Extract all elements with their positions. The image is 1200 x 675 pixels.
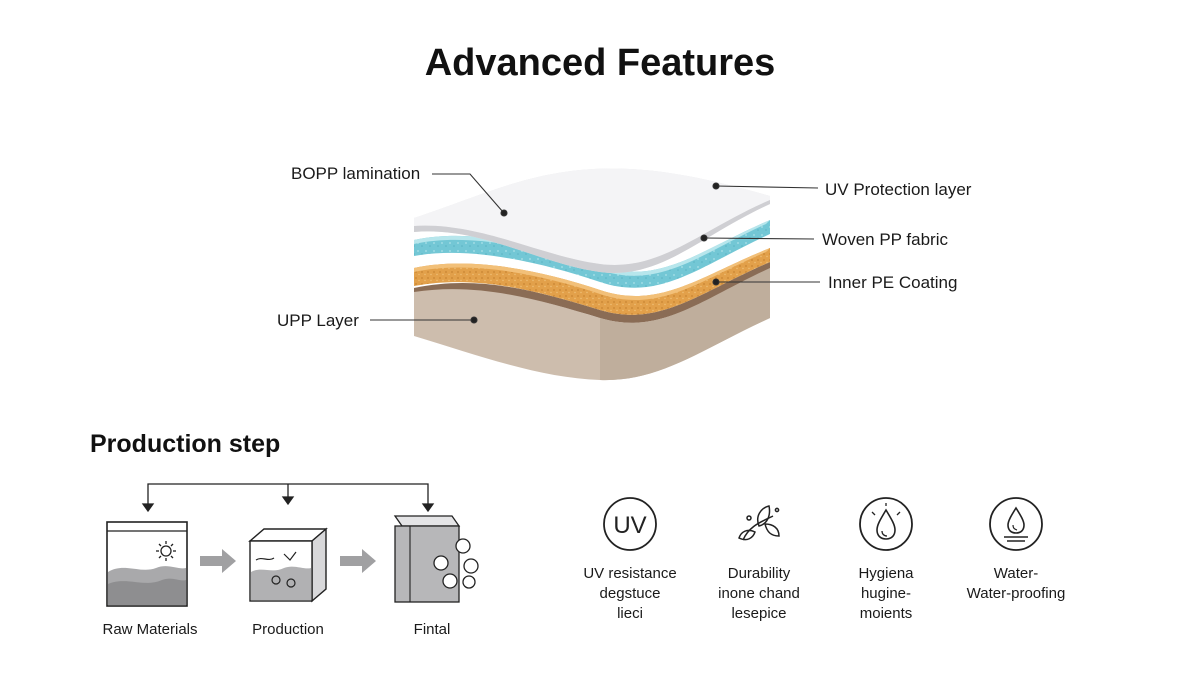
production-step-heading: Production step [90,430,281,458]
feature-line: hugine- [860,585,912,602]
step-label-production: Production [252,621,324,638]
leader-woven [703,237,815,240]
layer-upp [414,262,770,381]
arrow-right-icon [200,549,236,573]
feature-line: Water-proofing [966,585,1066,602]
feature-durability: Durability inone chand lesepice [684,496,834,624]
label-uv-protection-layer: UV Protection layer [825,180,972,199]
label-upp-layer: UPP Layer [277,311,359,330]
feature-line: UV resistance [583,565,677,582]
feature-line: lesepice [731,605,787,622]
final-product-icon [393,515,479,603]
process-connector [141,483,435,513]
layer-stack-diagram [370,168,820,381]
production-process-diagram [106,483,479,607]
feature-line: degstuce [599,585,661,602]
feature-hygiene: Hygiena hugine- moients [811,496,961,624]
label-woven-pp-fabric: Woven PP fabric [822,230,948,249]
feature-water-proofing: Water- Water-proofing [941,496,1091,604]
production-icon [248,527,328,603]
raw-materials-icon [106,521,188,607]
layer-bopp [414,168,770,273]
feature-line: Hygiena [858,565,914,582]
feature-line: Durability [727,565,791,582]
leader-bopp [432,173,504,213]
step-label-final: Fintal [413,621,451,638]
feature-line: Water- [993,565,1039,582]
droplet-sparkle-icon [859,497,913,551]
feature-line: moients [859,605,913,622]
feature-line: lieci [617,605,643,622]
arrow-right-icon [340,549,376,573]
step-label-raw-materials: Raw Materials [102,621,198,638]
uv-icon: UV [603,497,657,551]
label-inner-pe-coating: Inner PE Coating [828,273,958,292]
svg-text:UV: UV [613,512,646,539]
feature-line: inone chand [718,585,800,602]
layer-inner-pe-coating [414,248,770,315]
page-title: Advanced Features [424,42,776,84]
water-drop-icon [989,497,1043,551]
leaf-icon [738,505,780,541]
label-bopp-lamination: BOPP lamination [291,164,421,183]
feature-uv-resistance: UV UV resistance degstuce lieci [555,496,705,624]
leader-uv [715,185,819,189]
